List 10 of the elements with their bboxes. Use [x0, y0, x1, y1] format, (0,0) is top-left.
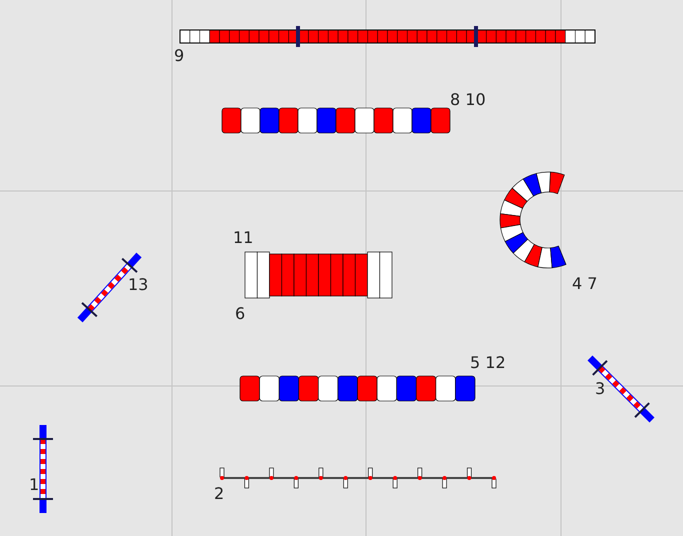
obstacle-number: 9 — [174, 47, 184, 65]
obstacle-number: 13 — [128, 276, 148, 294]
obstacle-number: 6 — [235, 305, 246, 323]
obstacle-number: 5 12 — [470, 354, 506, 372]
obstacle-number: 1 — [29, 476, 40, 494]
obstacle-number: 3 — [595, 380, 606, 398]
obstacle-number: 4 7 — [572, 275, 598, 293]
obstacle-number: 2 — [214, 485, 224, 503]
obstacle-number: 11 — [233, 229, 254, 247]
obstacle-number: 8 10 — [450, 91, 486, 109]
